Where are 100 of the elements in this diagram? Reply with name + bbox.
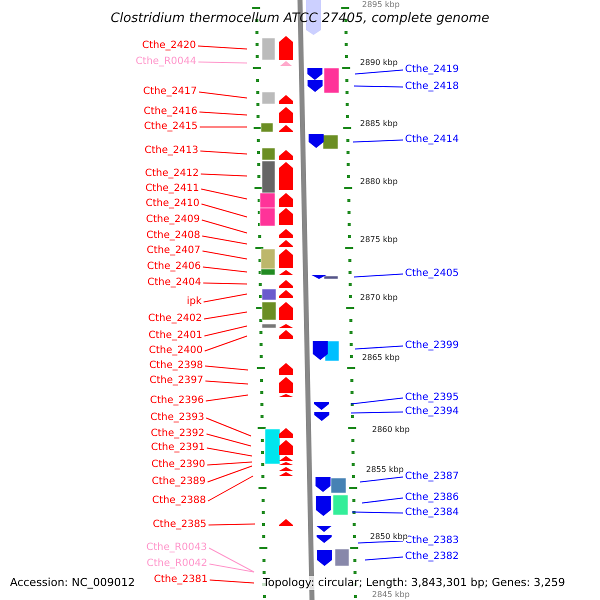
leader-line <box>200 188 248 200</box>
leader-line <box>203 294 248 302</box>
leader-line <box>204 380 248 384</box>
gene-label: Cthe_2390 <box>151 459 206 471</box>
gene-label: Cthe_2397 <box>150 375 204 387</box>
leader-line <box>200 174 248 176</box>
leader-line <box>205 394 248 402</box>
gene-label: Cthe_2393 <box>150 412 204 424</box>
gene-label: Cthe_2404 <box>147 277 202 289</box>
gene-label: Cthe_2413 <box>144 145 198 157</box>
scale-label: 2895 kbp <box>362 0 400 9</box>
gene-label: Cthe_2400 <box>148 345 203 357</box>
leader-line <box>354 70 404 74</box>
gene-label: Cthe_2420 <box>142 40 196 52</box>
gene-label: Cthe_2402 <box>148 313 202 325</box>
gene-label: Cthe_2396 <box>150 395 204 407</box>
leader-line <box>206 418 252 436</box>
leader-line <box>198 112 248 116</box>
leader-line <box>352 512 404 514</box>
scale-label: 2890 kbp <box>360 58 398 67</box>
scale-label: 2850 kbp <box>370 532 408 541</box>
leader-line <box>206 448 252 456</box>
leader-line <box>208 548 254 572</box>
leader-line <box>199 126 248 128</box>
gene-label: Cthe_2384 <box>405 507 459 519</box>
leader-line <box>358 540 404 544</box>
gene-label: Cthe_2405 <box>405 268 459 280</box>
leader-line <box>364 556 404 560</box>
leader-line <box>360 476 404 482</box>
leader-line <box>204 366 248 370</box>
gene-label: Cthe_2382 <box>405 551 459 563</box>
gene-label: Cthe_2383 <box>405 535 459 547</box>
leader-line <box>354 346 404 350</box>
gene-label: Cthe_2411 <box>145 183 200 195</box>
leader-line <box>204 326 248 336</box>
gene-label: Cthe_2415 <box>144 121 198 133</box>
gene-label: Cthe_2381 <box>154 574 208 586</box>
leader-line <box>209 580 254 584</box>
gene-label: Cthe_2387 <box>405 471 459 483</box>
footer-text: Topology: circular; Length: 3,843,301 bp; Genes: 3,259 <box>263 576 566 590</box>
leader-line <box>354 86 404 88</box>
leader-line <box>207 466 252 482</box>
leader-line <box>202 236 248 244</box>
leader-line <box>204 312 248 320</box>
gene-label: Cthe_R0042 <box>146 558 208 570</box>
gene-label: Cthe_2418 <box>405 81 459 93</box>
gene-label: Cthe_2386 <box>405 492 459 504</box>
leader-line <box>362 498 404 504</box>
gene-label: Cthe_2389 <box>152 476 206 488</box>
scale-label: 2870 kbp <box>360 293 398 302</box>
leader-line <box>202 250 248 260</box>
footer-text: Accession: NC_009012 <box>10 576 136 590</box>
gene-label: Cthe_2419 <box>405 64 459 76</box>
leader-line <box>202 282 248 284</box>
gene-label: Cthe_2409 <box>146 214 200 226</box>
scale-label: 2885 kbp <box>360 119 398 128</box>
leader-line <box>208 524 256 526</box>
gene-label: Cthe_2406 <box>147 261 201 273</box>
leader-line <box>201 220 248 234</box>
leader-line <box>200 204 248 218</box>
scale-label: 2860 kbp <box>372 425 410 434</box>
scale-label: 2855 kbp <box>366 465 404 474</box>
gene-label: Cthe_2408 <box>146 230 200 242</box>
leader-line <box>206 434 252 446</box>
scale-label: 2845 kbp <box>372 590 410 599</box>
gene-label: Cthe_2412 <box>144 168 199 180</box>
gene-label: ipk <box>186 296 202 308</box>
leader-line <box>206 462 252 466</box>
gene-label: Cthe_2391 <box>151 442 205 454</box>
leader-line <box>208 476 254 502</box>
gene-label: Cthe_2392 <box>150 428 205 440</box>
leader-line <box>200 150 248 154</box>
leader-line <box>198 62 248 64</box>
leader-line <box>208 564 254 572</box>
gene-label: Cthe_2407 <box>146 245 201 257</box>
title: Clostridium thermocellum ATCC 27405, complete genome <box>110 11 490 27</box>
gene-label: Cthe_2394 <box>405 406 459 418</box>
leader-line <box>198 46 248 50</box>
leader-line <box>202 266 248 272</box>
scale-label: 2880 kbp <box>360 177 398 186</box>
gene-label: Cthe_2417 <box>143 86 198 98</box>
leader-line <box>198 92 248 98</box>
gene-label: Cthe_R0044 <box>136 56 196 68</box>
scale-label: 2875 kbp <box>360 235 398 244</box>
leader-line <box>350 412 404 414</box>
gene-label: Cthe_2410 <box>146 198 200 210</box>
gene-label: Cthe_2388 <box>152 495 206 507</box>
scale-label: 2865 kbp <box>362 353 400 362</box>
gene-label: Cthe_2398 <box>149 360 204 372</box>
leader-line <box>352 140 404 142</box>
gene-label: Cthe_2395 <box>405 392 459 404</box>
leader-line <box>354 274 404 278</box>
gene-label: Cthe_2414 <box>405 134 459 146</box>
leader-line <box>350 398 404 404</box>
gene-label: Cthe_2401 <box>148 330 202 342</box>
leader-line <box>204 336 248 352</box>
gene-label: Cthe_R0043 <box>146 542 208 554</box>
gene-label: Cthe_2399 <box>405 340 459 352</box>
gene-label: Cthe_2385 <box>152 519 207 531</box>
gene-label: Cthe_2416 <box>144 106 198 118</box>
